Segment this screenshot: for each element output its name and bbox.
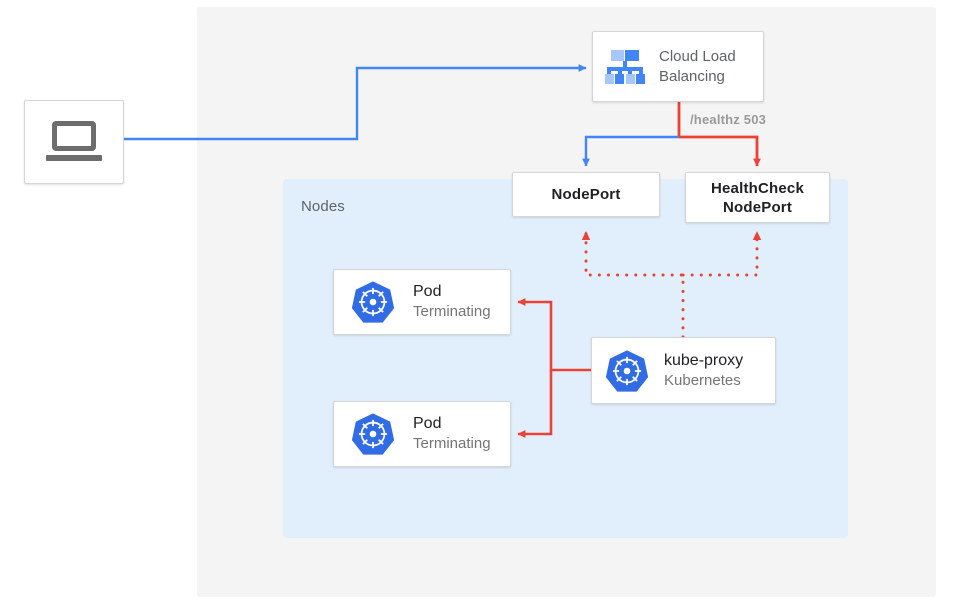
- clb-title-line2: Balancing: [659, 67, 725, 85]
- healthz-edge-label: /healthz 503: [690, 112, 767, 127]
- kube-proxy-subtitle: Kubernetes: [664, 371, 741, 389]
- pod-1-title: Pod: [413, 283, 442, 300]
- pod-card-1[interactable]: Pod Terminating: [333, 269, 511, 335]
- client-laptop-card[interactable]: [24, 100, 124, 184]
- pod-card-2[interactable]: Pod Terminating: [333, 401, 511, 467]
- cloud-load-balancing-icon: [605, 49, 645, 84]
- pod-2-subtitle: Terminating: [413, 435, 491, 452]
- pod-1-subtitle: Terminating: [413, 303, 491, 320]
- kube-proxy-card[interactable]: kube-proxy Kubernetes: [591, 337, 776, 404]
- clb-title-line1: Cloud Load: [659, 47, 736, 65]
- nodeport-label: NodePort: [551, 186, 621, 203]
- kubernetes-icon: [605, 349, 649, 392]
- laptop-icon: [46, 121, 102, 163]
- healthcheck-label-line1: HealthCheck: [710, 179, 805, 197]
- kubernetes-icon: [351, 413, 395, 455]
- nodeport-card[interactable]: NodePort: [512, 172, 660, 217]
- kube-proxy-title: kube-proxy: [664, 351, 744, 369]
- healthcheck-nodeport-card[interactable]: HealthCheck NodePort: [685, 172, 830, 223]
- healthcheck-label-line2: NodePort: [722, 198, 793, 216]
- nodes-panel-label: Nodes: [301, 198, 345, 215]
- kubernetes-icon: [351, 281, 395, 323]
- pod-2-title: Pod: [413, 415, 442, 432]
- cloud-load-balancing-card[interactable]: Cloud Load Balancing: [592, 31, 764, 102]
